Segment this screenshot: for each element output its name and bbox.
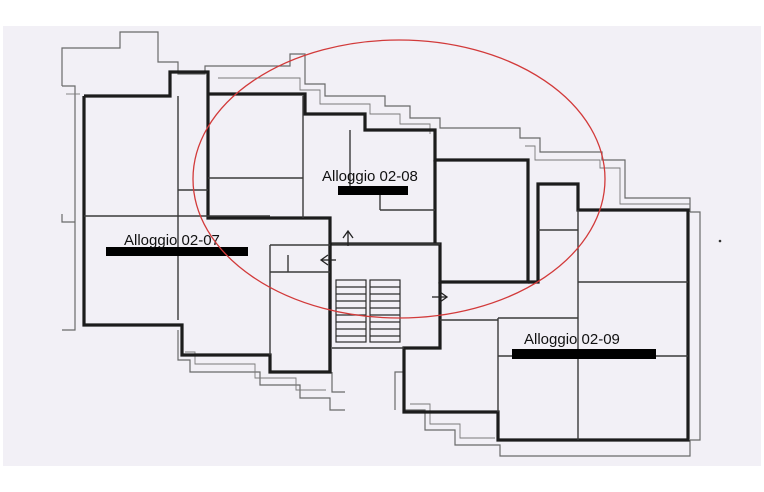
unit-label-02-09: Alloggio 02-09 — [524, 331, 620, 348]
redaction-bar-02-08 — [338, 186, 408, 195]
unit-02-08-boundary — [208, 92, 530, 284]
unit-label-02-07: Alloggio 02-07 — [124, 232, 220, 249]
terrace-outlines — [61, 31, 701, 457]
arrow-up-icon — [342, 229, 354, 246]
entrance-arrow-icons — [319, 229, 449, 303]
redaction-bar-02-07 — [106, 247, 248, 256]
arrow-right-icon — [432, 291, 449, 303]
unit-label-02-08: Alloggio 02-08 — [322, 168, 418, 185]
redaction-bar-02-09 — [512, 349, 656, 359]
interior-partitions — [84, 96, 688, 440]
highlight-ellipse — [192, 39, 606, 319]
paper-speck — [718, 239, 722, 243]
paper-background — [3, 26, 761, 466]
arrow-left-icon — [319, 254, 336, 266]
